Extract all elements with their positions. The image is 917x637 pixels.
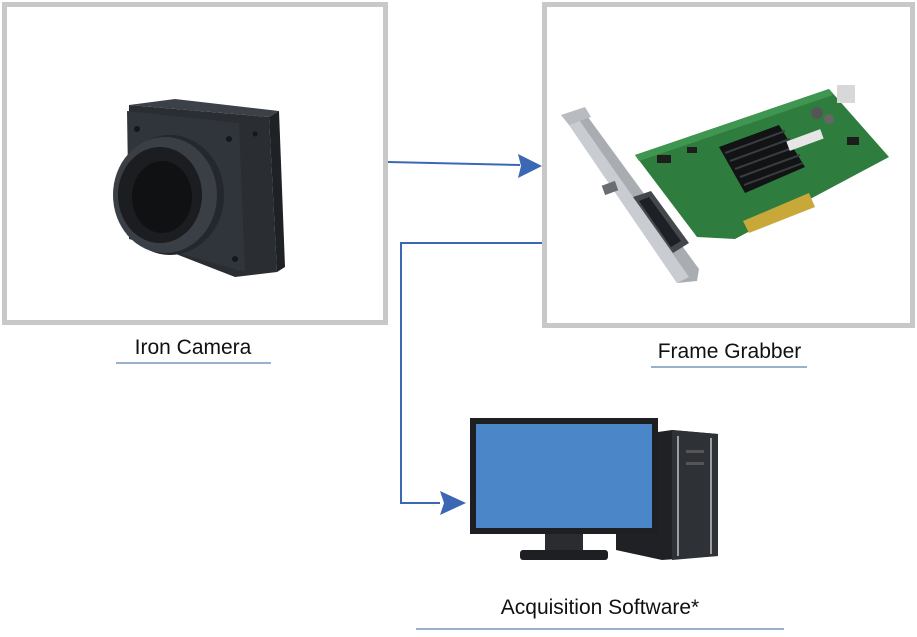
acquisition-software-label-underline (416, 628, 784, 630)
camera-to-grabber-arrow (387, 154, 542, 178)
frame-grabber-card-icon (561, 85, 889, 283)
camera-icon (113, 99, 285, 277)
grabber-to-computer-arrow (400, 242, 542, 515)
desktop-computer-icon (470, 418, 718, 560)
frame-grabber-panel (542, 2, 915, 328)
camera-label: Iron Camera (134, 336, 252, 359)
frame-grabber-label: Frame Grabber (657, 340, 802, 363)
acquisition-software-label: Acquisition Software* (500, 596, 700, 619)
camera-label-underline (116, 362, 271, 364)
camera-panel (2, 2, 388, 325)
frame-grabber-label-underline (651, 366, 807, 368)
